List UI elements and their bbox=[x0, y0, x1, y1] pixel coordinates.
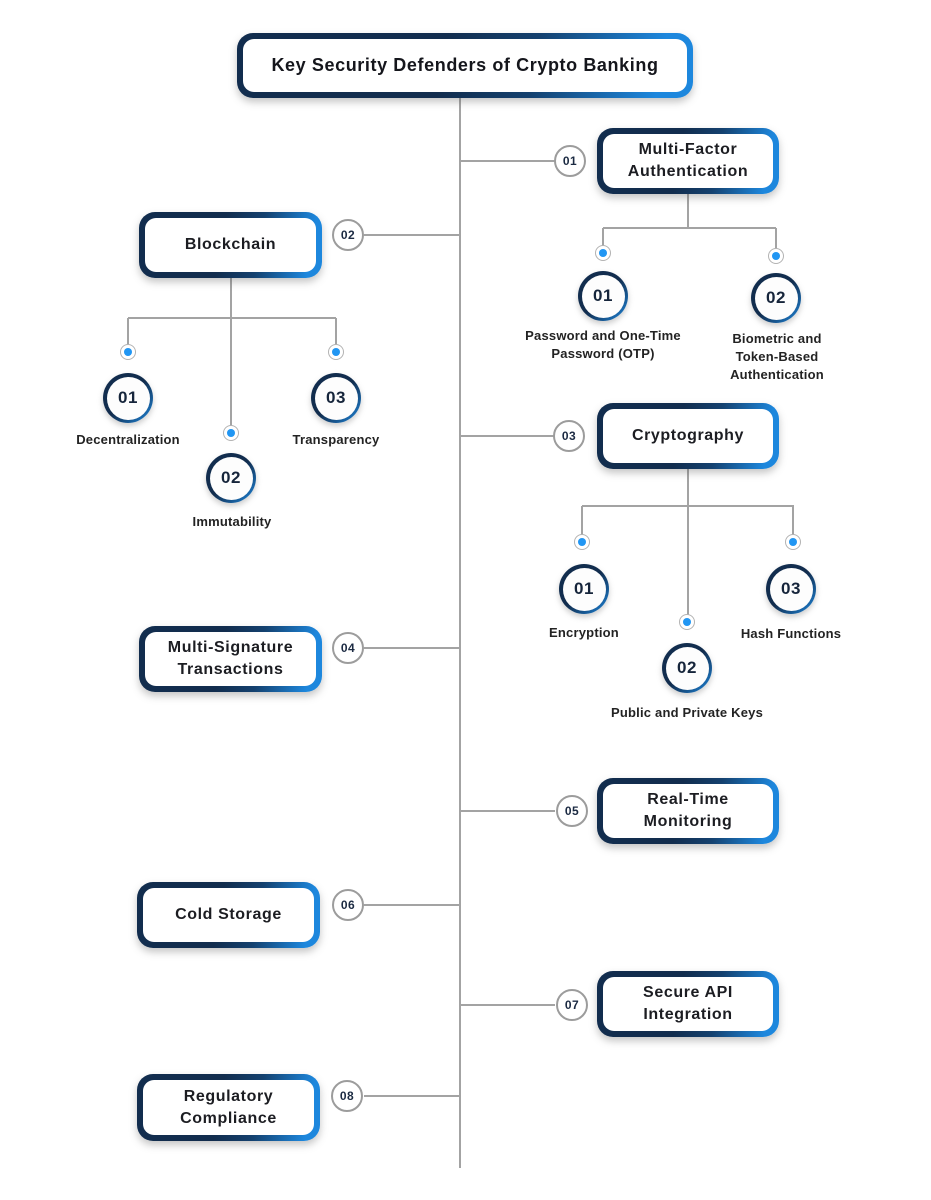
topic-box-cryptography: Cryptography bbox=[597, 403, 779, 469]
connector-line bbox=[581, 506, 583, 535]
topic-number-badge: 01 bbox=[554, 145, 586, 177]
topic-box-inner: Blockchain bbox=[145, 218, 316, 272]
topic-box-inner: Real-Time Monitoring bbox=[603, 784, 773, 838]
connector-line bbox=[687, 506, 689, 615]
branch-line bbox=[364, 234, 459, 236]
topic-box-cold-storage: Cold Storage bbox=[137, 882, 320, 948]
connector-line bbox=[335, 318, 337, 345]
topic-label: Regulatory Compliance bbox=[180, 1087, 277, 1127]
bullet-dot-icon bbox=[328, 344, 344, 360]
subtopic-number-circle: 02 bbox=[751, 273, 801, 323]
connector-line bbox=[128, 317, 336, 319]
bullet-dot-icon bbox=[574, 534, 590, 550]
branch-line bbox=[461, 810, 555, 812]
topic-number: 01 bbox=[562, 154, 578, 168]
subtopic-number: 01 bbox=[562, 567, 606, 611]
subtopic-number: 02 bbox=[754, 276, 798, 320]
subtopic-number-circle: 01 bbox=[103, 373, 153, 423]
subtopic-label: Public and Private Keys bbox=[611, 705, 763, 720]
topic-number-badge: 06 bbox=[332, 889, 364, 921]
topic-box-inner: Multi-Signature Transactions bbox=[145, 632, 316, 686]
topic-number: 08 bbox=[339, 1089, 355, 1103]
subtopic-label: Encryption bbox=[549, 625, 619, 640]
connector-line bbox=[127, 318, 129, 345]
topic-box-regulatory-compliance: Regulatory Compliance bbox=[137, 1074, 320, 1141]
topic-box-inner: Regulatory Compliance bbox=[143, 1080, 314, 1135]
topic-box-real-time-monitoring: Real-Time Monitoring bbox=[597, 778, 779, 844]
topic-label: Multi-Factor Authentication bbox=[627, 141, 749, 180]
topic-number: 04 bbox=[340, 641, 356, 655]
topic-box-multi-factor-authentication: Multi-Factor Authentication bbox=[597, 128, 779, 194]
topic-label: Cryptography bbox=[631, 427, 745, 445]
topic-number-badge: 03 bbox=[553, 420, 585, 452]
subtopic-number: 03 bbox=[314, 376, 358, 420]
subtopic-number: 02 bbox=[665, 646, 709, 690]
connector-line bbox=[230, 278, 232, 318]
title-box-inner: Key Security Defenders of Crypto Banking bbox=[243, 39, 687, 92]
branch-line bbox=[461, 435, 555, 437]
topic-number: 03 bbox=[561, 429, 577, 443]
topic-label: Multi-Signature Transactions bbox=[167, 639, 294, 678]
subtopic-number: 01 bbox=[581, 274, 625, 318]
topic-number-badge: 08 bbox=[331, 1080, 363, 1112]
topic-label: Real-Time Monitoring bbox=[643, 791, 733, 830]
connector-line bbox=[792, 506, 794, 535]
subtopic-number: 02 bbox=[209, 456, 253, 500]
subtopic-label: Decentralization bbox=[76, 432, 180, 447]
topic-box-inner: Cryptography bbox=[603, 409, 773, 463]
branch-line bbox=[364, 647, 459, 649]
connector-line bbox=[775, 228, 777, 249]
topic-number: 02 bbox=[340, 228, 356, 242]
title-box: Key Security Defenders of Crypto Banking bbox=[237, 33, 693, 98]
topic-box-secure-api-integration: Secure API Integration bbox=[597, 971, 779, 1037]
subtopic-label: Transparency bbox=[292, 432, 380, 447]
connector-line bbox=[230, 318, 232, 426]
connector-line bbox=[687, 469, 689, 506]
bullet-dot-icon bbox=[768, 248, 784, 264]
bullet-dot-icon bbox=[785, 534, 801, 550]
diagram-title: Key Security Defenders of Crypto Banking bbox=[271, 55, 659, 75]
topic-number-badge: 02 bbox=[332, 219, 364, 251]
subtopic-label: Immutability bbox=[192, 514, 272, 529]
branch-line bbox=[461, 1004, 555, 1006]
topic-label: Blockchain bbox=[184, 236, 277, 254]
subtopic-label: Password and One-Time Password (OTP) bbox=[525, 328, 681, 362]
bullet-dot-icon bbox=[679, 614, 695, 630]
topic-box-inner: Cold Storage bbox=[143, 888, 314, 942]
subtopic-number-circle: 03 bbox=[766, 564, 816, 614]
branch-line bbox=[364, 904, 459, 906]
branch-line bbox=[461, 160, 555, 162]
connector-line bbox=[602, 228, 604, 246]
topic-label: Secure API Integration bbox=[643, 984, 733, 1023]
subtopic-number-circle: 01 bbox=[578, 271, 628, 321]
subtopic-number: 03 bbox=[769, 567, 813, 611]
connector-line bbox=[687, 194, 689, 228]
trunk-line bbox=[459, 97, 461, 1168]
branch-line bbox=[364, 1095, 459, 1097]
topic-number-badge: 05 bbox=[556, 795, 588, 827]
subtopic-number-circle: 02 bbox=[206, 453, 256, 503]
subtopic-number-circle: 02 bbox=[662, 643, 712, 693]
subtopic-label: Biometric and Token-Based Authentication bbox=[730, 331, 824, 383]
bullet-dot-icon bbox=[595, 245, 611, 261]
topic-number: 06 bbox=[340, 898, 356, 912]
subtopic-number: 01 bbox=[106, 376, 150, 420]
subtopic-number-circle: 01 bbox=[559, 564, 609, 614]
topic-number-badge: 04 bbox=[332, 632, 364, 664]
topic-number-badge: 07 bbox=[556, 989, 588, 1021]
subtopic-number-circle: 03 bbox=[311, 373, 361, 423]
topic-box-inner: Secure API Integration bbox=[603, 977, 773, 1031]
bullet-dot-icon bbox=[223, 425, 239, 441]
topic-label: Cold Storage bbox=[175, 906, 282, 924]
topic-number: 07 bbox=[564, 998, 580, 1012]
topic-box-blockchain: Blockchain bbox=[139, 212, 322, 278]
subtopic-label: Hash Functions bbox=[740, 626, 842, 641]
topic-box-inner: Multi-Factor Authentication bbox=[603, 134, 773, 188]
topic-number: 05 bbox=[564, 804, 580, 818]
connector-line bbox=[603, 227, 776, 229]
bullet-dot-icon bbox=[120, 344, 136, 360]
topic-box-multi-signature-transactions: Multi-Signature Transactions bbox=[139, 626, 322, 692]
